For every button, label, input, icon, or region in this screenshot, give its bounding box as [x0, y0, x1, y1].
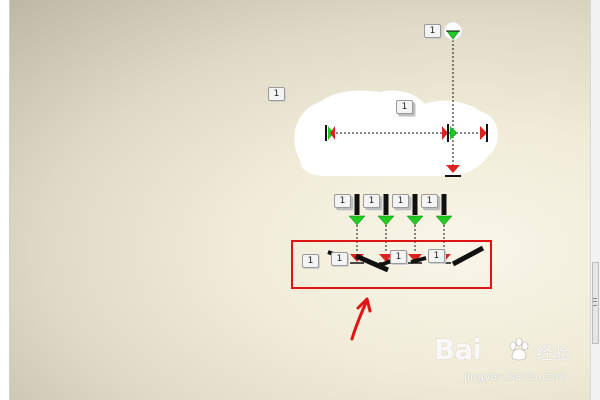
- watermark-url: jingyan.baidu.com: [464, 370, 566, 383]
- diagram-drawing: [294, 21, 498, 341]
- count-badge[interactable]: 1: [363, 194, 380, 208]
- count-badge[interactable]: 1: [331, 252, 348, 266]
- left-panel-edge: [0, 0, 10, 400]
- paw-icon: [509, 337, 529, 361]
- count-badge[interactable]: 1: [392, 194, 409, 208]
- baidu-jingyan-watermark: Bai 经验 du jingyan.baidu.com: [434, 333, 590, 393]
- drawing-canvas[interactable]: 1 1 1 1 1 1 1 1 1 1 1 Bai 经验 du jingyan.…: [10, 0, 590, 400]
- watermark-brand: Bai: [434, 333, 482, 366]
- red-annotation-arrow: [350, 297, 372, 341]
- valve-junction[interactable]: [442, 124, 457, 142]
- count-badge[interactable]: 1: [396, 100, 413, 114]
- count-badge[interactable]: 1: [302, 254, 319, 268]
- selection-highlight-box: [291, 240, 492, 289]
- scrollbar-grip-icon: [593, 298, 597, 306]
- count-badge[interactable]: 1: [428, 249, 445, 263]
- count-badge[interactable]: 1: [421, 194, 438, 208]
- count-badge[interactable]: 1: [390, 250, 407, 264]
- vertical-scrollbar[interactable]: [590, 0, 600, 400]
- valve-right[interactable]: [480, 124, 488, 142]
- count-badge[interactable]: 1: [424, 24, 441, 38]
- valve-left[interactable]: [325, 125, 335, 141]
- count-badge[interactable]: 1: [334, 194, 351, 208]
- top-valve[interactable]: [443, 21, 463, 41]
- valve-bottom[interactable]: [445, 165, 461, 177]
- watermark-cn: 经验: [536, 344, 570, 364]
- count-badge[interactable]: 1: [268, 87, 285, 101]
- scrollbar-thumb[interactable]: [592, 262, 599, 344]
